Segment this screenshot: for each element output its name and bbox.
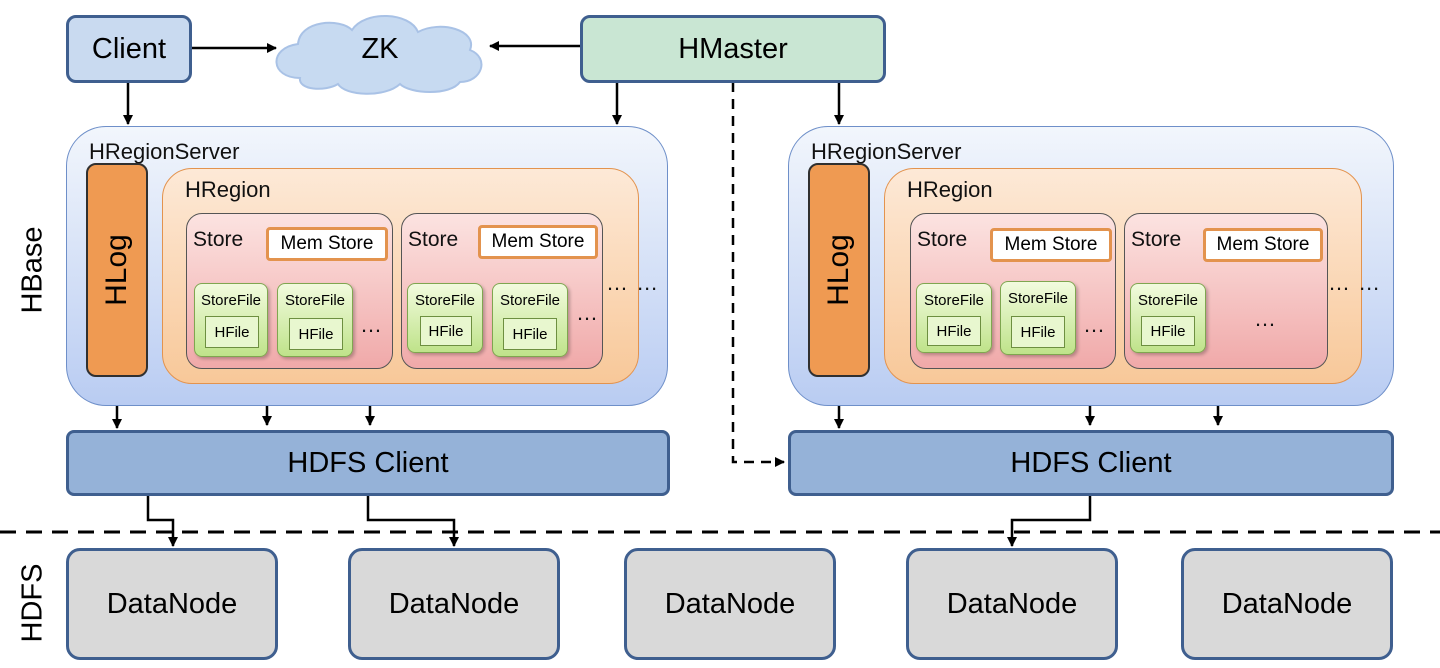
storefile-box: StoreFile HFile	[277, 283, 353, 357]
hfile-box: HFile	[420, 316, 472, 346]
hfile-label: HFile	[428, 322, 464, 340]
hfile-box: HFile	[289, 318, 343, 350]
memstore-label: Mem Store	[491, 231, 585, 252]
hfile-box: HFile	[1141, 316, 1195, 346]
ellipsis: …	[1254, 306, 1277, 331]
hlog-box: HLog	[808, 163, 870, 377]
storefile-label: StoreFile	[499, 292, 561, 309]
hmaster-label: HMaster	[678, 32, 788, 65]
hfile-box: HFile	[503, 318, 557, 350]
hlog-label: HLog	[100, 234, 133, 306]
arrow-hdfs-client-datanode-1	[146, 496, 178, 547]
datanode-label: DataNode	[664, 587, 796, 620]
memstore-box: Mem Store	[266, 227, 388, 261]
datanode-label: DataNode	[1221, 587, 1353, 620]
storefile-box: StoreFile HFile	[916, 283, 992, 353]
storefile-label: StoreFile	[923, 292, 985, 309]
hfile-label: HFile	[1020, 323, 1056, 341]
hdfs-client-label: HDFS Client	[1010, 446, 1172, 479]
hdfs-client-box-1: HDFS Client	[66, 430, 670, 496]
region-server-label: HRegionServer	[811, 139, 962, 164]
memstore-box: Mem Store	[478, 225, 598, 259]
arrow-hdfs-client-datanode-4	[1007, 496, 1092, 547]
storefile-box: StoreFile HFile	[1000, 281, 1076, 355]
memstore-box: Mem Store	[1203, 228, 1323, 262]
zk-label: ZK	[361, 32, 399, 65]
hfile-label: HFile	[298, 325, 334, 343]
hfile-label: HFile	[512, 325, 548, 343]
memstore-label: Mem Store	[1216, 234, 1310, 255]
hmaster-box: HMaster	[580, 15, 886, 83]
hfile-box: HFile	[205, 316, 259, 348]
hdfs-client-label: HDFS Client	[287, 446, 449, 479]
store-label: Store	[917, 228, 968, 251]
storefile-label: StoreFile	[1137, 292, 1199, 309]
storefile-label: StoreFile	[1007, 290, 1069, 307]
hfile-box: HFile	[1011, 316, 1065, 348]
dashed-arrow-hmaster-hdfs-client	[731, 82, 785, 467]
hregion-label: HRegion	[185, 177, 271, 202]
client-box: Client	[66, 15, 192, 83]
storefile-box: StoreFile HFile	[492, 283, 568, 357]
store-label: Store	[1131, 228, 1182, 251]
storefile-box: StoreFile HFile	[407, 283, 483, 353]
hlog-box: HLog	[86, 163, 148, 377]
ellipsis: … …	[1328, 270, 1382, 295]
store-label: Store	[193, 228, 244, 251]
memstore-label: Mem Store	[1004, 234, 1098, 255]
datanode-box: DataNode	[66, 548, 278, 660]
storefile-box: StoreFile HFile	[1130, 283, 1206, 353]
arrow-hdfs-client-datanode-2	[366, 496, 459, 547]
storefile-box: StoreFile HFile	[194, 283, 268, 357]
storefile-label: StoreFile	[200, 292, 262, 309]
datanode-box: DataNode	[1181, 548, 1393, 660]
hbase-layer-label: HBase	[16, 226, 49, 314]
datanode-label: DataNode	[106, 587, 238, 620]
hfile-label: HFile	[1150, 322, 1186, 340]
memstore-label: Mem Store	[280, 233, 374, 254]
client-label: Client	[91, 32, 167, 65]
hfile-label: HFile	[936, 322, 972, 340]
hdfs-client-box-2: HDFS Client	[788, 430, 1394, 496]
datanode-box: DataNode	[624, 548, 836, 660]
storefile-label: StoreFile	[414, 292, 476, 309]
zk-cloud-shape	[275, 15, 483, 95]
hfile-box: HFile	[927, 316, 981, 346]
datanode-box: DataNode	[906, 548, 1118, 660]
hregion-label: HRegion	[907, 177, 993, 202]
ellipsis: …	[360, 312, 383, 337]
hfile-label: HFile	[214, 323, 250, 341]
datanode-box: DataNode	[348, 548, 560, 660]
datanode-label: DataNode	[388, 587, 520, 620]
ellipsis: …	[1083, 312, 1106, 337]
hdfs-layer-label: HDFS	[16, 563, 49, 643]
memstore-box: Mem Store	[990, 228, 1112, 262]
region-server-label: HRegionServer	[89, 139, 240, 164]
datanode-label: DataNode	[946, 587, 1078, 620]
ellipsis: …	[576, 300, 599, 325]
store-label: Store	[408, 228, 459, 251]
ellipsis: … …	[606, 270, 660, 295]
storefile-label: StoreFile	[284, 292, 346, 309]
zk-node: ZK	[330, 24, 430, 74]
hlog-label: HLog	[822, 234, 855, 306]
